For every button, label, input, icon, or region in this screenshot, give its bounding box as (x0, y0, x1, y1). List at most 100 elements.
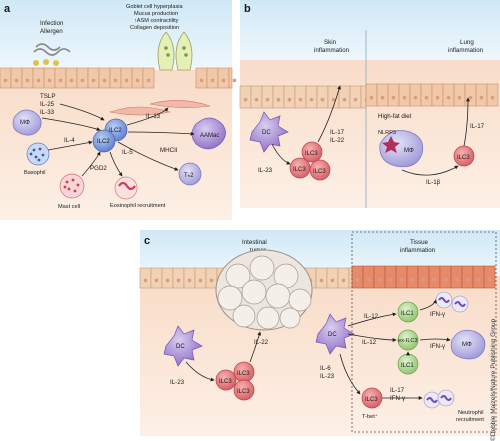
epithelial-cell (120, 67, 133, 89)
panel-a-epithelium (0, 67, 237, 89)
dc-cell (315, 313, 355, 355)
il17-lung-label: IL-17 (470, 123, 485, 130)
epithelial-nucleus (198, 278, 203, 283)
epithelial-nucleus (232, 78, 237, 83)
macrophage-label: MΦ (20, 120, 30, 126)
epithelial-nucleus (391, 95, 396, 100)
ex-ilc3-label: ex-ILC3 (398, 338, 418, 344)
epithelial-cell (142, 67, 155, 89)
epithelial-nucleus (254, 97, 259, 102)
epithelial-nucleus (355, 277, 360, 282)
il22-label: IL-22 (254, 339, 269, 346)
epithelial-nucleus (380, 95, 385, 100)
epithelial-cell (305, 85, 318, 109)
epithelial-cell (384, 265, 397, 289)
epithelial-nucleus (399, 277, 404, 282)
epithelial-cell (10, 67, 23, 89)
epithelial-cell (205, 267, 218, 289)
epithelial-nucleus (341, 278, 346, 283)
panel-a-lumen (0, 0, 232, 70)
epithelial-cell (195, 67, 208, 89)
panel-a-arrows (41, 103, 195, 177)
ilc3-label: ILC3 (313, 169, 326, 175)
macrophage-label: MΦ (462, 342, 472, 348)
pgd2-label: PGD2 (90, 165, 107, 172)
ilc3-label: ILC3 (365, 397, 378, 403)
neutrophil-label-2: recruitment (456, 417, 484, 423)
il22-label: IL-22 (330, 137, 345, 144)
ilc3-label: ILC3 (305, 151, 318, 157)
panel-b-letter: b (244, 3, 251, 15)
epithelial-cell (98, 67, 111, 89)
epithelial-cell (32, 67, 45, 89)
dc-label: DC (328, 332, 337, 338)
fibroblast-icon (149, 100, 211, 108)
epithelial-nucleus (476, 277, 481, 282)
epithelial-cell (409, 83, 422, 107)
epithelial-nucleus (319, 278, 324, 283)
epithelial-cell (351, 265, 364, 289)
epithelial-nucleus (58, 78, 63, 83)
epithelial-nucleus (14, 78, 19, 83)
effect-asm: ↑ASM contractility (134, 18, 179, 24)
ilc1-cell (397, 301, 419, 323)
panel-b-skin-epithelium (239, 85, 369, 109)
epithelial-nucleus (187, 278, 192, 283)
epithelial-cell (131, 67, 144, 89)
effect-mucus: Mucus production (134, 11, 178, 17)
tbet-label: T-bet⁺ (362, 413, 378, 420)
epithelial-cell (450, 265, 463, 289)
epithelial-nucleus (102, 78, 107, 83)
tissue-title-1: Tissue (410, 239, 429, 246)
epithelial-nucleus (3, 78, 8, 83)
epithelial-cell (172, 267, 185, 289)
epithelial-nucleus (36, 78, 41, 83)
epithelial-nucleus (154, 278, 159, 283)
epithelial-nucleus (91, 78, 96, 83)
mast-cell-label: Mast cell (58, 204, 80, 210)
epithelial-nucleus (487, 277, 492, 282)
ilc3-label: ILC3 (457, 155, 470, 161)
ilc2-label: ILC2 (97, 139, 110, 145)
epithelial-nucleus (366, 277, 371, 282)
epithelial-nucleus (309, 97, 314, 102)
infection-label: Infection (40, 20, 64, 27)
macrophage-cell (12, 109, 42, 136)
lung-title-2: inflammation (448, 47, 484, 54)
il12-label: IL-12 (364, 313, 379, 320)
neutrophil-label-1: Neutrophil (458, 410, 484, 416)
epithelial-cell (365, 83, 378, 107)
panel-c-letter: c (144, 235, 150, 247)
il23-label: IL-23 (170, 379, 185, 386)
epithelial-cell (348, 267, 353, 289)
epithelial-nucleus (479, 95, 484, 100)
epithelial-nucleus (443, 277, 448, 282)
epithelial-cell (239, 85, 252, 109)
epithelial-nucleus (25, 78, 30, 83)
epithelial-cell (486, 83, 499, 107)
eosinophil-label: Eosinophil recruitment (110, 203, 166, 209)
th2-cell (178, 162, 202, 186)
epithelial-cell (475, 83, 488, 107)
epithelial-nucleus (298, 97, 303, 102)
epithelial-cell (337, 267, 350, 289)
epithelial-nucleus (143, 278, 148, 283)
epithelial-nucleus (402, 95, 407, 100)
ex-ilc3-cell (397, 329, 419, 351)
epithelial-nucleus (320, 97, 325, 102)
epithelial-cell (338, 85, 351, 109)
epithelial-nucleus (124, 78, 129, 83)
il17-c-label: IL-17 (390, 387, 405, 394)
epithelial-nucleus (410, 277, 415, 282)
epithelial-cell (217, 67, 230, 89)
epithelial-nucleus (413, 95, 418, 100)
epithelial-cell (250, 85, 263, 109)
epithelial-nucleus (421, 277, 426, 282)
cytokine-il25: IL-25 (40, 101, 55, 108)
lung-title-1: Lung (460, 39, 474, 46)
mast-cell-granules (63, 178, 80, 193)
epithelial-cell (428, 265, 441, 289)
tumor-mass (215, 249, 313, 331)
epithelial-cell (54, 67, 67, 89)
epithelial-nucleus (435, 95, 440, 100)
